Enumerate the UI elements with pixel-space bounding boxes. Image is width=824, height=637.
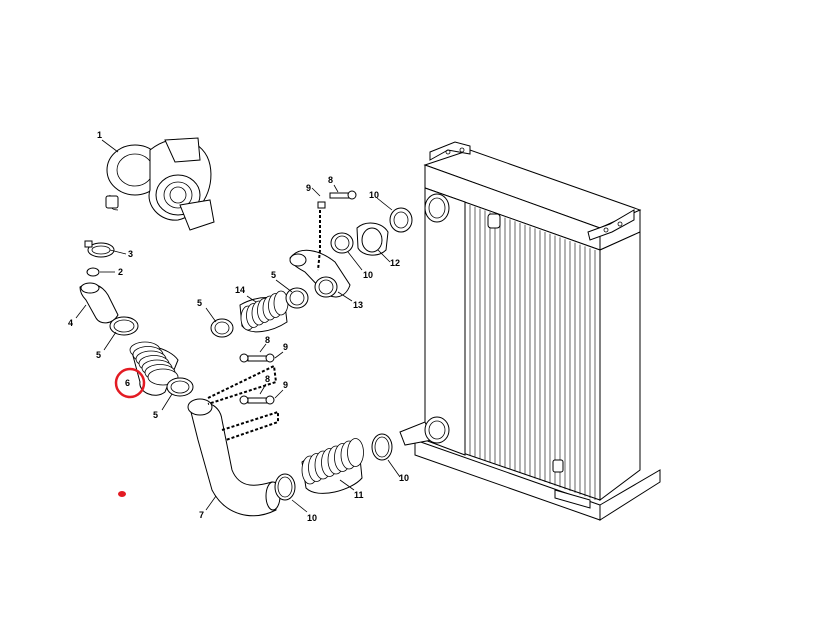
clamp-5-upper-middle — [285, 287, 309, 309]
hose-6 — [129, 341, 179, 396]
callout-6-highlight — [114, 367, 146, 399]
radiator-fins — [469, 205, 596, 500]
callout-10-lower-right: 10 — [399, 473, 409, 483]
callout-10-lower-left: 10 — [307, 513, 317, 523]
clamp-10-middle — [314, 276, 338, 298]
bolt-middle — [239, 353, 275, 363]
callout-5-left-upper: 5 — [96, 350, 101, 360]
callout-3: 3 — [128, 249, 133, 259]
callout-8-upper: 8 — [328, 175, 333, 185]
clamp-5-middle — [210, 318, 234, 338]
callout-4: 4 — [68, 318, 73, 328]
callout-2: 2 — [118, 267, 123, 277]
hose-rib — [273, 290, 289, 316]
elbow-4 — [79, 282, 119, 324]
callout-10-upper-left: 10 — [369, 190, 379, 200]
red-dot-marker — [118, 491, 126, 497]
callout-6: 6 — [125, 378, 130, 388]
callout-7: 7 — [199, 510, 204, 520]
callout-5-left-lower: 5 — [153, 410, 158, 420]
clamp-10-upper-left — [330, 232, 354, 254]
callout-8-lower: 8 — [265, 374, 270, 384]
bolt-lower — [239, 395, 275, 405]
clamp-10-lower-right — [371, 433, 393, 461]
callout-9-middle: 9 — [283, 342, 288, 352]
hose-11 — [301, 438, 364, 494]
callout-1: 1 — [97, 130, 102, 140]
callout-10-middle: 10 — [363, 270, 373, 280]
clamp-10-lower-left — [274, 473, 296, 501]
dash-line-middle — [207, 364, 278, 405]
hose-rib — [347, 438, 364, 467]
callout-5-upper-middle: 5 — [271, 270, 276, 280]
turbocharger — [105, 137, 215, 231]
dash-line-upper — [317, 210, 321, 271]
pipe-7 — [187, 398, 281, 517]
hose-12 — [356, 222, 389, 256]
clamp-5-lower-left — [166, 377, 194, 397]
callout-9-lower: 9 — [283, 380, 288, 390]
leader-lines — [75, 139, 401, 513]
clamp-3 — [84, 240, 115, 258]
bolt-upper — [317, 190, 357, 209]
callout-11: 11 — [354, 490, 364, 500]
clamp-10-upper-right — [389, 207, 413, 233]
callout-13: 13 — [353, 300, 363, 310]
clamp-5-upper-left — [109, 316, 139, 336]
callout-8-middle: 8 — [265, 335, 270, 345]
callout-5-middle: 5 — [197, 298, 202, 308]
callout-14: 14 — [235, 285, 245, 295]
callout-9-upper: 9 — [306, 183, 311, 193]
hose-14 — [239, 290, 289, 333]
callout-12: 12 — [390, 258, 400, 268]
radiator-assembly — [399, 141, 661, 521]
dash-line-lower — [221, 410, 279, 441]
part-2 — [86, 267, 100, 277]
callout-labels: 1 2 3 4 5 5 5 5 6 7 8 8 8 9 9 9 10 10 10… — [68, 130, 409, 523]
